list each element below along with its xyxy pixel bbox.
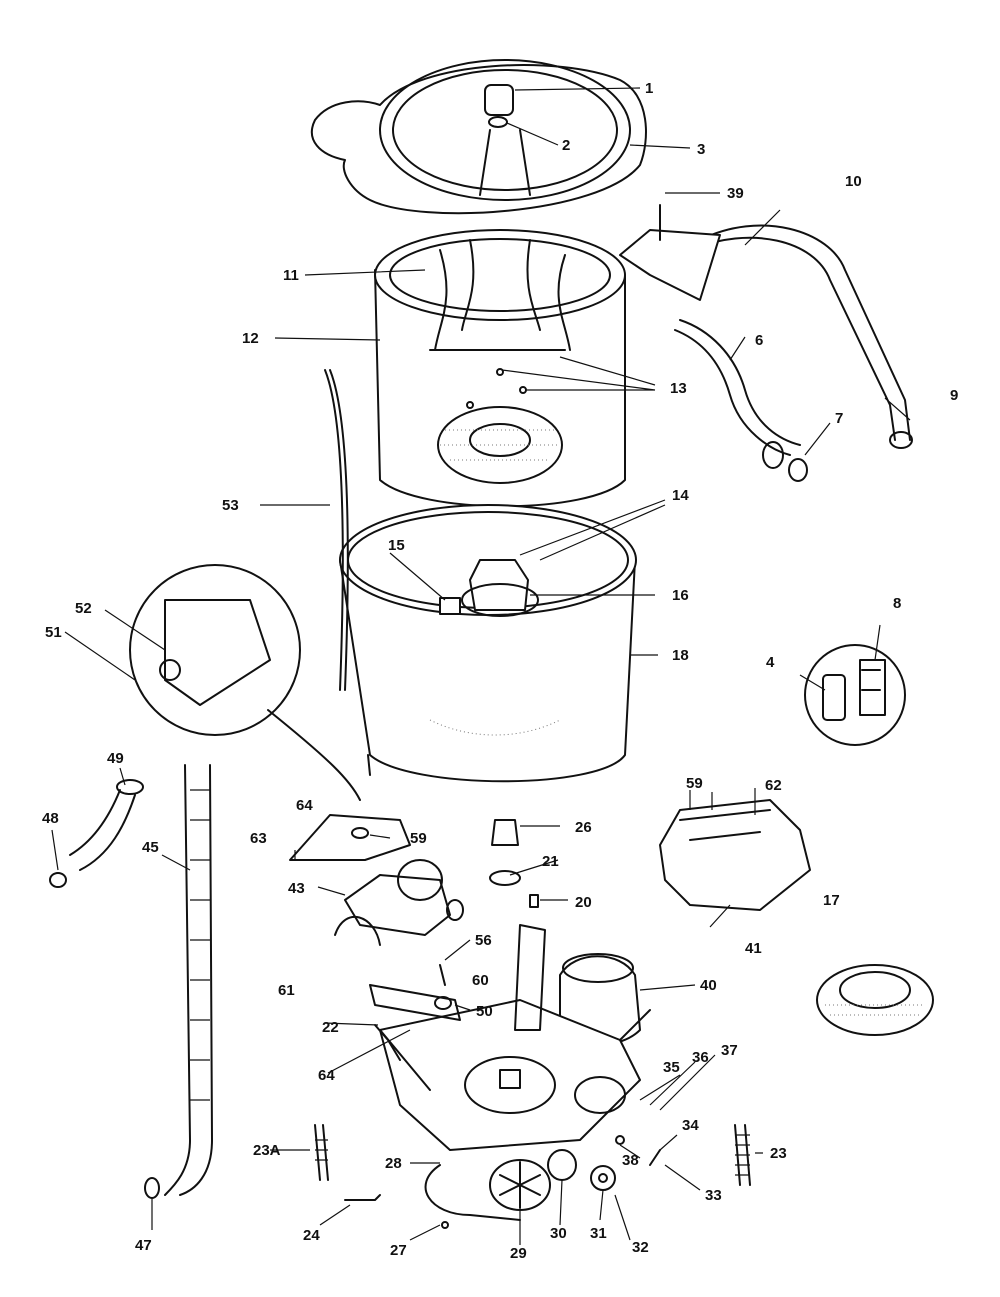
- label-39: 39: [727, 185, 744, 202]
- pump-assembly: [289, 814, 464, 946]
- label-15: 15: [388, 537, 405, 554]
- label-43: 43: [288, 880, 305, 897]
- label-48: 48: [42, 810, 59, 827]
- label-63: 63: [250, 830, 267, 847]
- label-23: 23: [770, 1145, 787, 1162]
- agitator-ring-part: [816, 964, 934, 1036]
- label-45: 45: [142, 839, 159, 856]
- label-11: 11: [283, 267, 299, 284]
- label-52: 52: [75, 600, 92, 617]
- label-22: 22: [322, 1019, 339, 1036]
- outer-tub-part: [339, 504, 637, 783]
- label-35: 35: [663, 1059, 680, 1076]
- label-59-top: 59: [686, 775, 703, 792]
- label-14: 14: [672, 487, 689, 504]
- label-50: 50: [476, 1003, 493, 1020]
- label-51: 51: [45, 624, 62, 641]
- label-26: 26: [575, 819, 592, 836]
- label-20: 20: [575, 894, 592, 911]
- label-9: 9: [950, 387, 958, 404]
- label-21: 21: [542, 853, 559, 870]
- leader-lines: [51, 87, 911, 1245]
- label-64: 64: [318, 1067, 335, 1084]
- detail-circle-left: [129, 564, 361, 801]
- label-28: 28: [385, 1155, 402, 1172]
- label-24: 24: [303, 1227, 320, 1244]
- label-60: 60: [472, 972, 489, 989]
- label-6: 6: [755, 332, 763, 349]
- label-3: 3: [697, 141, 705, 158]
- label-41: 41: [745, 940, 762, 957]
- label-29: 29: [510, 1245, 527, 1262]
- label-16: 16: [672, 587, 689, 604]
- label-8: 8: [893, 595, 901, 612]
- drain-hose-part: [49, 764, 213, 1199]
- label-32: 32: [632, 1239, 649, 1256]
- label-49: 49: [107, 750, 124, 767]
- label-38: 38: [622, 1152, 639, 1169]
- label-40: 40: [700, 977, 717, 994]
- label-4: 4: [766, 654, 775, 671]
- label-47: 47: [135, 1237, 152, 1254]
- label-12: 12: [242, 330, 259, 347]
- label-31: 31: [590, 1225, 607, 1242]
- label-2: 2: [562, 137, 570, 154]
- label-34: 34: [682, 1117, 699, 1134]
- label-64-top: 64: [296, 797, 313, 814]
- label-30: 30: [550, 1225, 567, 1242]
- detail-circle-right: [804, 644, 906, 746]
- base-cover-part: [659, 799, 811, 911]
- inner-basket-part: [374, 229, 626, 508]
- label-56: 56: [475, 932, 492, 949]
- springs-and-hardware: [314, 204, 751, 1201]
- tub-ring-part: [310, 59, 647, 215]
- label-61: 61: [278, 982, 295, 999]
- label-62: 62: [765, 777, 782, 794]
- label-10: 10: [845, 173, 862, 190]
- label-27: 27: [390, 1242, 407, 1259]
- label-37: 37: [721, 1042, 738, 1059]
- belt-pulley-part: [424, 1149, 616, 1229]
- label-18: 18: [672, 647, 689, 664]
- hoses: [324, 224, 913, 691]
- label-23A: 23A: [253, 1142, 281, 1159]
- label-59: 59: [410, 830, 427, 847]
- label-13: 13: [670, 380, 687, 397]
- label-36: 36: [692, 1049, 709, 1066]
- label-53: 53: [222, 497, 239, 514]
- label-17: 17: [823, 892, 840, 909]
- part-labels: 1 2 3 4 6 7 8 9 10 11 12 13 14 15 16 17 …: [42, 80, 958, 1262]
- motor-and-frame: [379, 924, 651, 1151]
- label-33: 33: [705, 1187, 722, 1204]
- label-7: 7: [835, 410, 843, 427]
- label-1: 1: [645, 80, 653, 97]
